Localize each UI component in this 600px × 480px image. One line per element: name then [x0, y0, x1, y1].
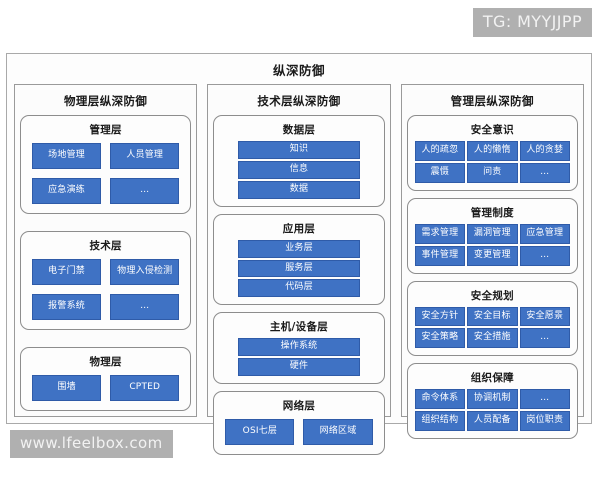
layer-group-title: 安全意识	[470, 124, 514, 136]
control-item[interactable]: 代码层	[238, 279, 360, 298]
layer-group: 主机/设备层操作系统硬件	[213, 312, 385, 385]
control-item[interactable]: 安全措施	[467, 328, 518, 349]
control-item[interactable]: 围墙	[32, 375, 102, 401]
layer-item-grid: 操作系统硬件	[238, 338, 360, 377]
layer-group-title: 安全规划	[470, 289, 514, 302]
site-watermark: www.lfeelbox.com	[10, 430, 173, 458]
control-item[interactable]: 场地管理	[32, 143, 102, 169]
control-item[interactable]: 应急演练	[32, 177, 102, 204]
layer-item-grid: 人的疏忽人的懒惰人的贪婪震慑问责…	[414, 141, 570, 183]
layer-group-title: 技术层	[89, 240, 122, 253]
layer-group-title: 管理制度	[470, 206, 514, 219]
control-item[interactable]: …	[110, 177, 180, 204]
layer-group-title: 物理层	[89, 356, 122, 369]
control-item[interactable]: 问责	[467, 162, 518, 183]
control-item[interactable]: …	[110, 293, 180, 320]
layer-item-grid: 电子门禁物理入侵检测报警系统 …	[28, 257, 183, 322]
control-item[interactable]: 安全策略	[414, 328, 466, 349]
control-item[interactable]: 报警系统	[32, 293, 102, 320]
diagram-outer-frame: 纵深防御 物理层纵深防御管理层场地管理人员管理应急演练…技术层电子门禁物理入侵检…	[6, 53, 592, 456]
column-title: 管理层纵深防御	[450, 94, 534, 108]
control-item[interactable]: 岗位职责	[519, 411, 570, 432]
control-item[interactable]: 命令体系	[414, 389, 466, 410]
column-body: 安全意识人的疏忽人的懒惰人的贪婪震慑问责…管理制度需求管理漏洞管理应急管理事件管…	[406, 115, 578, 440]
control-item[interactable]: 安全愿景	[519, 306, 570, 327]
layer-group: 数据层知识信息数据	[213, 115, 385, 207]
control-item[interactable]: 震慑	[414, 162, 466, 183]
control-item[interactable]: 网络区域	[303, 419, 373, 446]
control-item[interactable]: …	[519, 389, 570, 410]
layer-group: 物理层围墙 CPTED	[20, 347, 192, 411]
layer-group: 安全意识人的疏忽人的懒惰人的贪婪震慑问责…	[406, 115, 578, 191]
control-item[interactable]: 人的疏忽	[414, 141, 466, 161]
control-item[interactable]: …	[519, 162, 570, 183]
layer-item-grid: 安全方针安全目标安全愿景安全策略安全措施…	[414, 306, 570, 349]
control-item[interactable]: 人员管理	[110, 143, 180, 169]
control-item[interactable]: 事件管理	[414, 245, 466, 266]
control-item[interactable]: 知识	[238, 141, 360, 159]
layer-group-title: 数据层	[282, 124, 316, 136]
layer-group-title: 组织保障	[470, 372, 514, 385]
layer-group-title: 网络层	[282, 400, 316, 413]
layer-group-title: 管理层	[89, 124, 122, 136]
layer-item-grid: 知识信息数据	[238, 141, 360, 199]
control-item[interactable]: 电子门禁	[32, 259, 102, 285]
layer-group-title: 主机/设备层	[269, 321, 329, 334]
control-item[interactable]: 信息	[238, 160, 360, 179]
layer-item-grid: 业务层服务层代码层	[238, 239, 360, 298]
control-item[interactable]: 服务层	[238, 259, 360, 278]
control-item[interactable]: 安全目标	[467, 306, 518, 327]
defense-column: 技术层纵深防御数据层知识信息数据应用层业务层服务层代码层主机/设备层操作系统硬件…	[207, 84, 391, 456]
control-item[interactable]: 人员配备	[467, 411, 518, 432]
control-item[interactable]: 业务层	[238, 239, 360, 258]
control-item[interactable]: 组织结构	[414, 411, 466, 432]
layer-group-title: 应用层	[282, 222, 316, 235]
control-item[interactable]: 硬件	[238, 358, 360, 377]
control-item[interactable]: …	[519, 245, 570, 266]
control-item[interactable]: 人的懒惰	[467, 141, 518, 161]
control-item[interactable]: 人的贪婪	[519, 141, 570, 161]
telegram-watermark: TG: MYYJJPP	[472, 8, 592, 37]
layer-item-grid: 需求管理漏洞管理应急管理事件管理变更管理…	[414, 223, 570, 266]
diagram-columns: 物理层纵深防御管理层场地管理人员管理应急演练…技术层电子门禁物理入侵检测报警系统…	[7, 84, 591, 456]
layer-group: 技术层电子门禁物理入侵检测报警系统 …	[20, 231, 192, 330]
layer-group: 安全规划安全方针安全目标安全愿景安全策略安全措施…	[406, 280, 578, 357]
layer-item-grid: OSI七层网络区域	[221, 417, 376, 447]
control-item[interactable]: 物理入侵检测	[110, 259, 180, 285]
column-body: 数据层知识信息数据应用层业务层服务层代码层主机/设备层操作系统硬件网络层 OSI七…	[213, 115, 385, 456]
layer-item-grid: 围墙 CPTED	[28, 373, 183, 403]
control-item[interactable]: 漏洞管理	[467, 223, 518, 244]
control-item[interactable]: …	[519, 328, 570, 349]
control-item[interactable]: 应急管理	[519, 223, 570, 244]
layer-item-grid: 命令体系协调机制… 组织结构人员配备岗位职责	[414, 389, 570, 432]
layer-group: 应用层业务层服务层代码层	[213, 213, 385, 306]
defense-column: 管理层纵深防御安全意识人的疏忽人的懒惰人的贪婪震慑问责…管理制度需求管理漏洞管理…	[400, 84, 584, 440]
control-item[interactable]: 操作系统	[238, 338, 360, 357]
layer-group: 网络层 OSI七层网络区域	[213, 391, 385, 456]
defense-column: 物理层纵深防御管理层场地管理人员管理应急演练…技术层电子门禁物理入侵检测报警系统…	[14, 84, 198, 417]
layer-group: 组织保障命令体系协调机制… 组织结构人员配备岗位职责	[406, 363, 578, 440]
control-item[interactable]: OSI七层	[225, 419, 295, 446]
control-item[interactable]: 协调机制	[467, 389, 518, 410]
layer-group: 管理制度需求管理漏洞管理应急管理事件管理变更管理…	[406, 197, 578, 274]
control-item[interactable]: 变更管理	[467, 245, 518, 266]
diagram-title: 纵深防御	[272, 63, 325, 78]
column-body: 管理层场地管理人员管理应急演练 … 技术层电子门禁物理入侵检测报警系统 … 物理层围墙 C…	[20, 115, 192, 411]
layer-item-grid: 场地管理人员管理应急演练 …	[28, 141, 183, 206]
control-item[interactable]: 需求管理	[414, 223, 466, 244]
control-item[interactable]: 数据	[238, 180, 360, 199]
column-title: 物理层纵深防御	[64, 94, 148, 108]
control-item[interactable]: 安全方针	[414, 306, 466, 327]
column-title: 技术层纵深防御	[257, 94, 341, 108]
layer-group: 管理层场地管理人员管理应急演练 …	[20, 115, 192, 214]
control-item[interactable]: CPTED	[110, 375, 180, 401]
